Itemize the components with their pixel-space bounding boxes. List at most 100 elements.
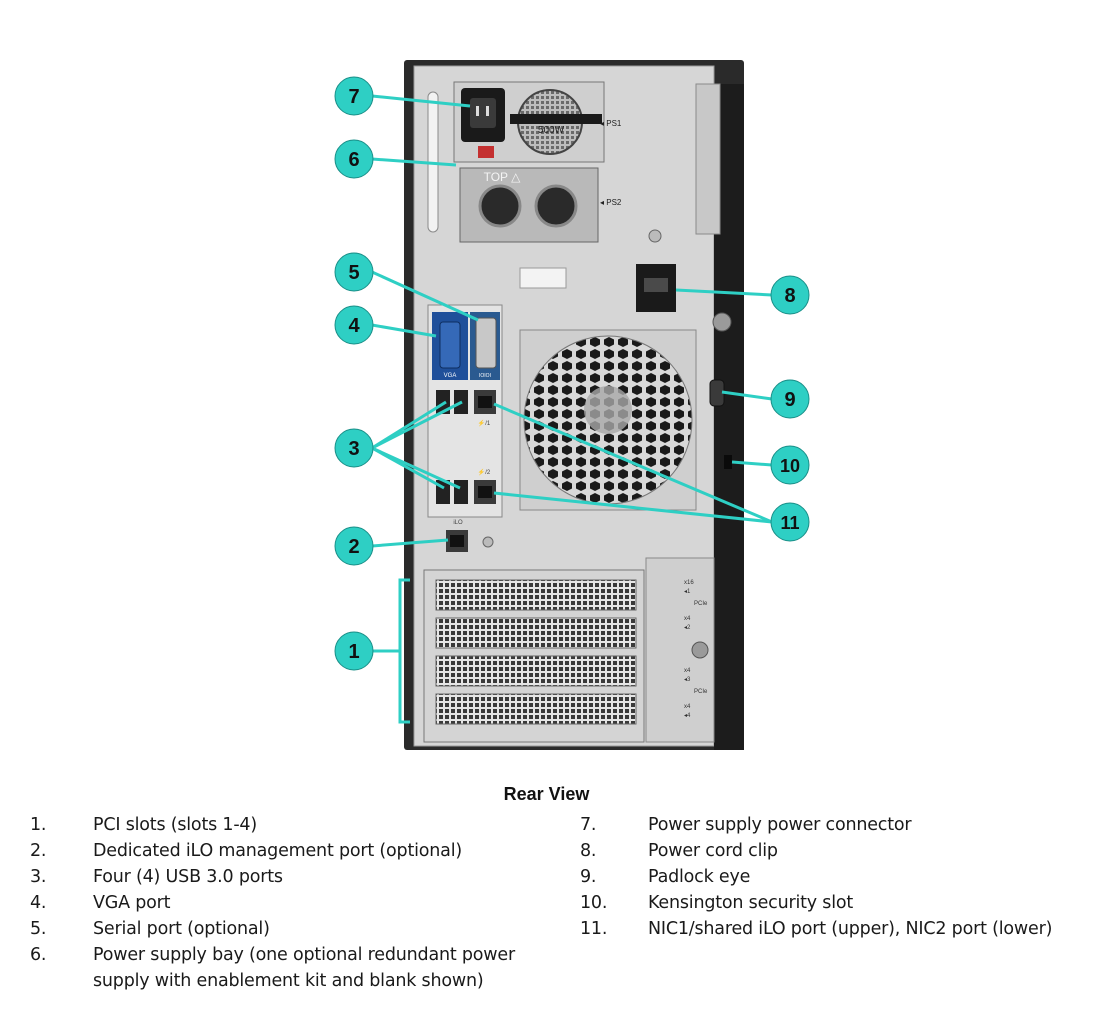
pci-slots xyxy=(423,557,715,743)
legend-item: 8. Power cord clip xyxy=(580,838,1080,864)
callout-7: 7 xyxy=(334,76,374,116)
legend-text: Power supply bay (one optional redundant… xyxy=(93,945,515,991)
legend-number: 3. xyxy=(30,867,47,887)
legend-item: 5. Serial port (optional) xyxy=(30,916,570,942)
callout-3: 3 xyxy=(334,428,374,468)
vga-label: VGA xyxy=(444,373,457,379)
ps2-label: ◂ PS2 xyxy=(600,198,622,207)
ps1-label: ◂ PS1 xyxy=(600,119,622,128)
pcie-upper-label: PCIe xyxy=(694,601,708,607)
pcie-lower-label: PCIe xyxy=(694,689,708,695)
legend-item: 4. VGA port xyxy=(30,890,570,916)
legend-right-column: 7. Power supply power connector 8. Power c… xyxy=(580,812,1080,942)
legend-text: Serial port (optional) xyxy=(93,919,270,939)
callout-number: 11 xyxy=(780,513,799,533)
psu-wattage-label: 500W xyxy=(538,125,565,136)
callout-8: 8 xyxy=(770,275,810,315)
callout-number: 1 xyxy=(348,641,359,663)
callout-number: 10 xyxy=(780,456,800,476)
callout-number: 7 xyxy=(348,86,359,108)
power-supply-ps2-blank: TOP △ xyxy=(459,167,599,243)
callout-number: 6 xyxy=(348,149,359,171)
ilo-port: iLO xyxy=(446,520,468,552)
callout-circle xyxy=(334,76,374,116)
legend-text: VGA port xyxy=(93,893,171,913)
power-supply-ps1: 500W xyxy=(453,81,605,163)
pcie-slot-labels: x16 ◂1 PCIe x4 ◂2 x4 ◂3 PCIe x4 ◂4 xyxy=(684,580,708,719)
pcie-slot4-label: ◂4 xyxy=(684,713,691,719)
callout-group: 1 2 3 4 5 6 7 8 9 10 11 xyxy=(334,76,810,671)
legend-number: 5. xyxy=(30,919,47,939)
callout-number: 8 xyxy=(784,285,795,307)
legend-left-column: 1. PCI slots (slots 1-4) 2. Dedicated iLO … xyxy=(30,812,570,994)
callout-circle xyxy=(334,252,374,292)
serial-sticker xyxy=(519,267,567,289)
legend-number: 10. xyxy=(580,893,608,913)
legend-number: 4. xyxy=(30,893,47,913)
legend-item: 6. Power supply bay (one optional redunda… xyxy=(30,942,570,994)
callout-number: 5 xyxy=(348,262,359,284)
legend-item: 11. NIC1/shared iLO port (upper), NIC2 po… xyxy=(580,916,1080,942)
callout-5: 5 xyxy=(334,252,374,292)
callout-2: 2 xyxy=(334,526,374,566)
legend-number: 8. xyxy=(580,841,597,861)
legend-item: 7. Power supply power connector xyxy=(580,812,1080,838)
callout-number: 4 xyxy=(348,315,360,337)
pcie-x4b-label: x4 xyxy=(684,668,691,674)
legend-number: 6. xyxy=(30,945,47,965)
leader-lines xyxy=(371,94,773,724)
legend-text: Four (4) USB 3.0 ports xyxy=(93,867,283,887)
serial-label: IOIOI xyxy=(479,373,491,379)
callout-circle xyxy=(770,275,810,315)
legend-item: 2. Dedicated iLO management port (optiona… xyxy=(30,838,570,864)
legend-number: 9. xyxy=(580,867,597,887)
callout-circle xyxy=(334,428,374,468)
callout-circle xyxy=(770,502,810,542)
legend-item: 1. PCI slots (slots 1-4) xyxy=(30,812,570,838)
io-panel: VGA IOIOI ⚡/1 ⚡/2 xyxy=(427,304,503,518)
callout-4: 4 xyxy=(334,305,374,345)
pcie-slot2-label: ◂2 xyxy=(684,625,691,631)
legend-item: 3. Four (4) USB 3.0 ports xyxy=(30,864,570,890)
callout-11: 11 xyxy=(770,502,810,542)
legend-text: Power supply power connector xyxy=(648,815,912,835)
callout-circle xyxy=(334,305,374,345)
callout-10: 10 xyxy=(770,445,810,485)
callout-1: 1 xyxy=(334,631,374,671)
pcie-x16-label: x16 xyxy=(684,580,694,586)
callout-circle xyxy=(334,631,374,671)
legend-item: 9. Padlock eye xyxy=(580,864,1080,890)
psu-top-label: TOP △ xyxy=(484,170,522,184)
callout-circle xyxy=(770,379,810,419)
legend-title: Rear View xyxy=(503,784,590,804)
callout-circle xyxy=(770,445,810,485)
legend-text: NIC1/shared iLO port (upper), NIC2 port … xyxy=(648,919,1053,939)
legend-number: 11. xyxy=(580,919,608,939)
server-rear-view-diagram: 500W ◂ PS1 TOP △ ◂ PS2 VGA IOIOI xyxy=(334,60,810,750)
legend-number: 2. xyxy=(30,841,47,861)
pcie-slot3-label: ◂3 xyxy=(684,677,691,683)
callout-6: 6 xyxy=(334,139,374,179)
callout-circle xyxy=(334,526,374,566)
kensington-slot xyxy=(724,455,732,469)
callout-number: 2 xyxy=(348,536,359,558)
callout-number: 9 xyxy=(784,389,795,411)
ilo-label: iLO xyxy=(453,520,463,526)
legend-text: Kensington security slot xyxy=(648,893,854,913)
legend-number: 7. xyxy=(580,815,597,835)
callout-circle xyxy=(334,139,374,179)
callout-9: 9 xyxy=(770,379,810,419)
fan-grille xyxy=(519,329,697,511)
legend-text: Padlock eye xyxy=(648,867,751,887)
nic1-label: ⚡/1 xyxy=(478,419,491,427)
pcie-x4c-label: x4 xyxy=(684,704,691,710)
legend-text: Dedicated iLO management port (optional) xyxy=(93,841,462,861)
power-cord-clip xyxy=(636,264,676,312)
callout-number: 3 xyxy=(348,438,359,460)
legend-text: Power cord clip xyxy=(648,841,778,861)
legend-item: 10. Kensington security slot xyxy=(580,890,1080,916)
pcie-x4a-label: x4 xyxy=(684,616,691,622)
nic2-label: ⚡/2 xyxy=(478,468,491,476)
legend-number: 1. xyxy=(30,815,47,835)
legend-text: PCI slots (slots 1-4) xyxy=(93,815,257,835)
